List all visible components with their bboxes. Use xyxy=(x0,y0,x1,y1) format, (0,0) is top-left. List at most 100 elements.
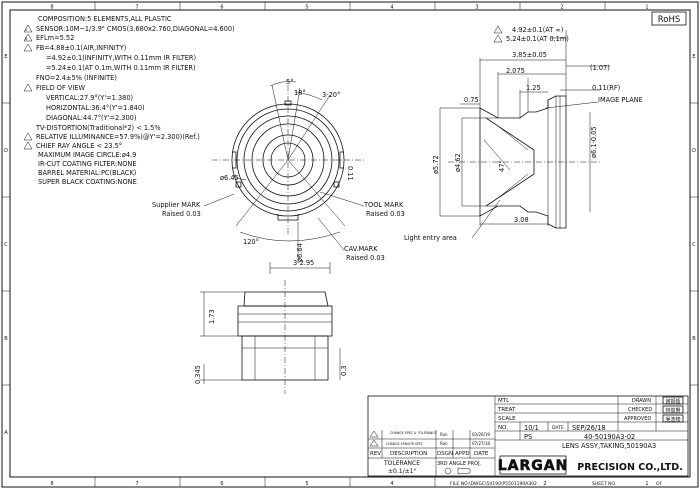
row-right-c: C xyxy=(692,242,696,248)
grid-bottom-1: 1 xyxy=(645,481,648,487)
row-left-a: A xyxy=(4,430,8,436)
revision-triangle-icon xyxy=(369,439,379,447)
spec-line: MAXIMUM IMAGE CIRCLE:ø4.9 xyxy=(38,151,136,159)
revision-triangle-icon xyxy=(23,43,33,52)
svg-text:B: B xyxy=(25,37,28,41)
rev1-designer: Ron xyxy=(440,432,448,437)
projection-symbol-icon xyxy=(444,467,452,475)
row-left-d: D xyxy=(4,148,8,154)
dim-385-label: 3.85±0.05 xyxy=(512,51,547,59)
front-view: 5° 18° 3-20° 120° ø6.45 0.11 ø6.64 3-2.9… xyxy=(152,78,405,274)
spec-line: SUPER BLACK COATING:NONE xyxy=(38,178,137,186)
cav-mark-label: CAV.MARK xyxy=(344,245,378,253)
side-view: 47° 4.92±0.1(AT ∞) 5.24±0.1(AT 0.1m) 3.8… xyxy=(404,25,643,242)
appd-column-label: APPD xyxy=(455,451,470,457)
revision-triangle-icon xyxy=(23,83,33,92)
file-number: FILE NO:\DWGC\50190\P5501190A302 xyxy=(450,481,537,487)
grid-top-7: 7 xyxy=(135,5,138,11)
projection-cone-icon xyxy=(457,467,471,475)
dim-011rf-label: 0.11(RF) xyxy=(592,84,620,92)
company-name: PRECISION CO.,LTD. xyxy=(577,462,683,473)
ps-value: PS xyxy=(524,433,532,441)
dim-0345-label: 0.345 xyxy=(194,365,202,384)
tolerance-value: ±0.1/±1° xyxy=(388,468,416,475)
scale-value: 10/1 xyxy=(524,424,539,432)
checked-label: CHECKED xyxy=(628,407,652,413)
date-column-label: DATE xyxy=(474,451,489,457)
description-column-label: DESCRIPTION xyxy=(390,451,427,457)
spec-line: =4.92±0.1(INFINITY,WITH 0.11mm IR FILTER… xyxy=(46,54,196,62)
dia-645-label: ø6.45 xyxy=(220,174,239,182)
spec-line: FIELD OF VIEW xyxy=(36,84,85,92)
rohs-box xyxy=(651,11,687,26)
dia-664-label: ø6.64 xyxy=(296,243,304,262)
spec-line: SENSOR:10M~1/3.9" CMOS(3.680x2.760,DIAGO… xyxy=(36,25,235,33)
grid-top-1: 1 xyxy=(645,5,648,11)
rev0-designer: Ron xyxy=(440,441,448,446)
date-value: SEP/26/18 xyxy=(572,424,606,432)
spec-line: EFLm=5.52 xyxy=(36,34,74,42)
rev0-date: 07/27/18 xyxy=(472,441,490,446)
cav-raised-label: Raised 0.03 xyxy=(346,254,385,262)
grid-bottom-8: 8 xyxy=(50,481,53,487)
revision-triangle-icon xyxy=(23,141,33,150)
light-entry-label: Light entry area xyxy=(404,234,457,242)
spec-line: RELATIVE ILLUMINANCE=57.9%(@Y'=2.300)(Re… xyxy=(36,133,200,141)
supplier-mark-label: Supplier MARK xyxy=(152,201,201,209)
dim-075-label: 0.75 xyxy=(464,96,479,104)
spec-line: HORIZONTAL:36.4°(Y'=1.840) xyxy=(46,104,145,112)
dim-492-label: 4.92±0.1(AT ∞) xyxy=(512,26,563,34)
mtl-label: MTL xyxy=(498,398,510,404)
spec-line: DIAGONAL:44.7°(Y'=2.300) xyxy=(46,114,136,122)
spec-line: COMPOSITION:5 ELEMENTS,ALL PLASTIC xyxy=(38,15,172,23)
bottom-grid: 8 7 6 5 4 2 1 xyxy=(50,477,649,487)
spec-line: =5.24±0.1(AT 0.1m,WITH 0.11mm IR FILTER) xyxy=(46,64,196,72)
revision-triangle-icon xyxy=(493,25,503,34)
dim-2075-label: 2.075 xyxy=(506,67,525,75)
bottom-view: 1.73 0.345 0.3 xyxy=(194,280,348,394)
row-left-c: C xyxy=(4,242,8,248)
rev1-description: CHANGE SPEC & TOLERANCE xyxy=(390,431,437,435)
spec-line: BARREL MATERIAL:PC(BLACK) xyxy=(38,169,136,177)
dia-61-label: ø6.1-0.05 xyxy=(590,126,598,158)
supplier-raised-label: Raised 0.03 xyxy=(162,210,201,218)
row-left-e: E xyxy=(4,54,7,60)
revision-triangle-icon xyxy=(493,34,503,43)
tolerance-label: TOLERANCE xyxy=(383,460,420,467)
largan-logo-text: LARGAN xyxy=(498,458,569,474)
specifications: COMPOSITION:5 ELEMENTS,ALL PLASTIC A SEN… xyxy=(23,15,235,186)
dim-107-label: (1.07) xyxy=(590,64,610,72)
side-grid: E D C B A E D C B xyxy=(2,54,698,436)
grid-top-6: 6 xyxy=(220,5,223,11)
date-label: DATE xyxy=(552,425,564,431)
svg-text:A: A xyxy=(25,28,28,32)
dim-173-label: 1.73 xyxy=(208,309,216,324)
no-label: NO. xyxy=(498,425,508,431)
dim-524-label: 5.24±0.1(AT 0.1m) xyxy=(506,35,569,43)
approved-label: APPROVED xyxy=(624,416,651,422)
rev0-description: CHANGE SENSOR SPEC xyxy=(386,442,424,446)
spec-line: FNO=2.4±5% (INFINITE) xyxy=(36,74,117,82)
grid-bottom-2: 2 xyxy=(543,481,546,487)
grid-top-3: 3 xyxy=(475,5,478,11)
grid-top-5: 5 xyxy=(305,5,308,11)
treat-label: TREAT xyxy=(497,407,516,413)
grid-bottom-5: 5 xyxy=(305,481,308,487)
dim-011-label: 0.11 xyxy=(346,166,354,181)
top-grid: 8 7 6 5 4 3 2 1 xyxy=(50,2,649,11)
scale-label: SCALE xyxy=(498,416,516,422)
dsgn-column-label: DSGN xyxy=(437,451,453,457)
grid-top-2: 2 xyxy=(560,5,563,11)
drawing-title: LENS ASSY,TAKING,50190A3 xyxy=(562,442,656,450)
rev1-date: 03/26/19 xyxy=(472,432,490,437)
revision-triangle-icon xyxy=(23,24,33,33)
rohs-label: RoHS xyxy=(658,15,681,25)
spec-line: TV-DISTORTION(Traditional*2) < 1.5% xyxy=(35,124,161,132)
dim-308-label: 3.08 xyxy=(514,216,529,224)
drawn-signature: 謝振韶 xyxy=(665,398,680,405)
largan-logo xyxy=(499,455,567,475)
dim-03-label: 0.3 xyxy=(340,366,348,377)
grid-top-4: 4 xyxy=(390,5,393,11)
angle-120-label: 120° xyxy=(243,238,259,246)
drawn-label: DRAWN xyxy=(632,398,651,404)
